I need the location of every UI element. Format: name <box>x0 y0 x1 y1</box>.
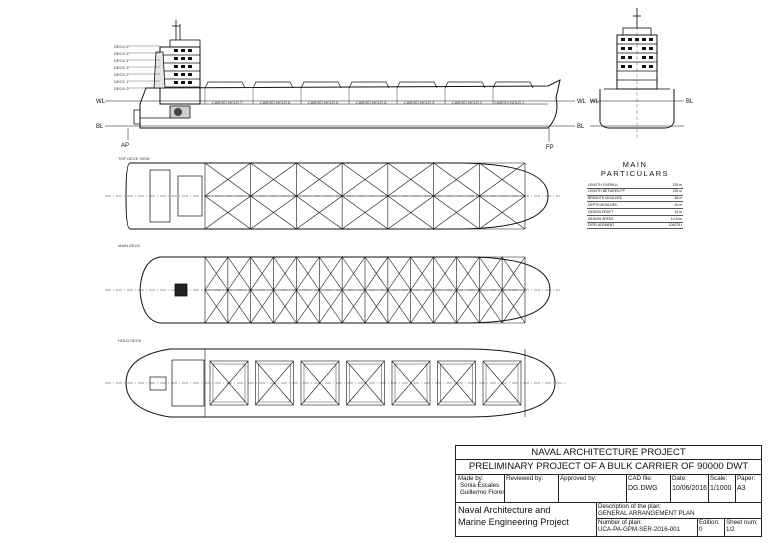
date-value: 10/06/2016 <box>672 485 708 492</box>
scale-label: Scale: <box>710 475 728 482</box>
deck-level-label: DECK 2 <box>114 72 129 77</box>
profile-bl-label: BL <box>96 124 104 130</box>
deck-level-label: DECK 5 <box>114 51 129 56</box>
section-bl-label: BL <box>686 99 694 105</box>
deck-level-label: DECK 6 <box>114 44 129 49</box>
sheet-value: 1/2 <box>726 526 735 533</box>
description-cell: Description of the plan: GENERAL ARRANGE… <box>598 503 760 517</box>
edition-value: 0 <box>699 526 703 533</box>
sheet-cell: Sheet num: 1/2 <box>726 519 761 533</box>
deck-level-label: DECK 3 <box>114 65 129 70</box>
plan-number-cell: Number of plan: UCA-PA-GPM-SER-2016-001 <box>598 519 696 533</box>
particulars-label: DESIGN DRAFT <box>587 208 657 216</box>
paper-value: A3 <box>737 485 746 492</box>
particulars-label: LENGTH OVERALL <box>587 182 657 189</box>
made-by-label: Made by: <box>458 475 484 482</box>
section-wl-label: WL <box>590 99 600 105</box>
particulars-label: DEPTH MOULDED <box>587 201 657 210</box>
particulars-value: 235 m <box>656 182 683 189</box>
sheet-label: Sheet num: <box>726 519 758 526</box>
fp-label: FP <box>546 145 554 151</box>
plan-deck-label: MAIN DECK <box>118 243 141 248</box>
particulars-label: LENGTH BETWEEN PP <box>587 188 657 196</box>
edition-cell: Edition: 0 <box>699 519 724 533</box>
particulars-value: 230 m <box>656 188 683 196</box>
plan-main-deck <box>105 256 560 324</box>
deck-level-label: DECK 0 <box>114 86 129 91</box>
cad-file-label: CAD file: <box>628 475 653 482</box>
school-line-1: Naval Architecture and <box>458 505 551 515</box>
main-particulars-title: MAIN PARTICULARS <box>600 160 670 178</box>
hold-label: CARGO HOLD 2 <box>452 100 483 105</box>
particulars-label: DESIGN SPEED <box>587 215 657 223</box>
paper-label: Paper: <box>737 475 756 482</box>
plan-hold-label: HOLD DECK <box>118 338 142 343</box>
plan-hold-deck <box>105 348 565 418</box>
cad-file-value: DG.DWG <box>628 485 658 492</box>
school-line-2: Marine Engineering Project <box>458 517 569 527</box>
hold-label: CARGO HOLD 7 <box>212 100 243 105</box>
approved-by-label: Approved by: <box>560 475 597 482</box>
hold-label: CARGO HOLD 3 <box>404 100 435 105</box>
paper-cell: Paper: A3 <box>737 475 761 493</box>
particulars-label: BREADTH MOULDED <box>587 195 657 203</box>
edition-label: Edition: <box>699 519 720 526</box>
particulars-label: DISPLACEMENT <box>587 222 657 230</box>
particulars-value: 106375 t <box>656 222 683 230</box>
plan-number-label: Number of plan: <box>598 519 643 526</box>
project-title: NAVAL ARCHITECTURE PROJECT <box>531 447 686 458</box>
hold-label: CARGO HOLD 6 <box>260 100 291 105</box>
particulars-value: 14.5 kn <box>656 215 683 223</box>
made-by-cell: Made by: Sonia Escales Guillermo Flores <box>458 475 504 502</box>
school-cell: Naval Architecture and Marine Engineerin… <box>458 504 595 528</box>
deck-level-label: DECK 4 <box>114 58 129 63</box>
made-by-name: Sonia Escales <box>460 482 500 489</box>
profile-labels: WL BL WL BL AP FP DECK 6 DECK 5 DECK 4 D… <box>96 44 694 343</box>
plan-top-label: TOP DECK VIEW <box>118 156 150 161</box>
reviewed-by-label: Reviewed by: <box>506 475 544 482</box>
ap-label: AP <box>121 143 129 149</box>
hold-label: CARGO HOLD 4 <box>356 100 387 105</box>
date-cell: Date: 10/06/2016 <box>672 475 708 493</box>
profile-bl-label-right: BL <box>577 124 585 130</box>
plan-number-value: UCA-PA-GPM-SER-2016-001 <box>598 526 681 533</box>
scale-value: 1/1000 <box>710 485 732 492</box>
made-by-name: Guillermo Flores <box>460 489 504 496</box>
plan-top-deck <box>105 162 560 230</box>
title-block: NAVAL ARCHITECTURE PROJECT PRELIMINARY P… <box>455 445 762 537</box>
description-label: Description of the plan: <box>598 503 662 510</box>
cad-file-cell: CAD file: DG.DWG <box>628 475 670 493</box>
profile-wl-label: WL <box>96 99 106 105</box>
profile-wl-label-right: WL <box>577 99 587 105</box>
particulars-value: 38 m <box>656 195 683 203</box>
description-value: GENERAL ARRANGEMENT PLAN <box>598 510 695 517</box>
ship-section <box>590 8 684 140</box>
hold-label: CARGO HOLD 1 <box>494 100 525 105</box>
deck-level-label: DECK 1 <box>114 79 129 84</box>
hold-label: CARGO HOLD 5 <box>308 100 339 105</box>
date-label: Date: <box>672 475 687 482</box>
ship-profile <box>105 20 575 142</box>
particulars-value: 14 m <box>656 208 683 216</box>
scale-cell: Scale: 1/1000 <box>710 475 735 493</box>
particulars-value: 20 m <box>656 201 683 210</box>
project-subtitle: PRELIMINARY PROJECT OF A BULK CARRIER OF… <box>468 461 749 472</box>
